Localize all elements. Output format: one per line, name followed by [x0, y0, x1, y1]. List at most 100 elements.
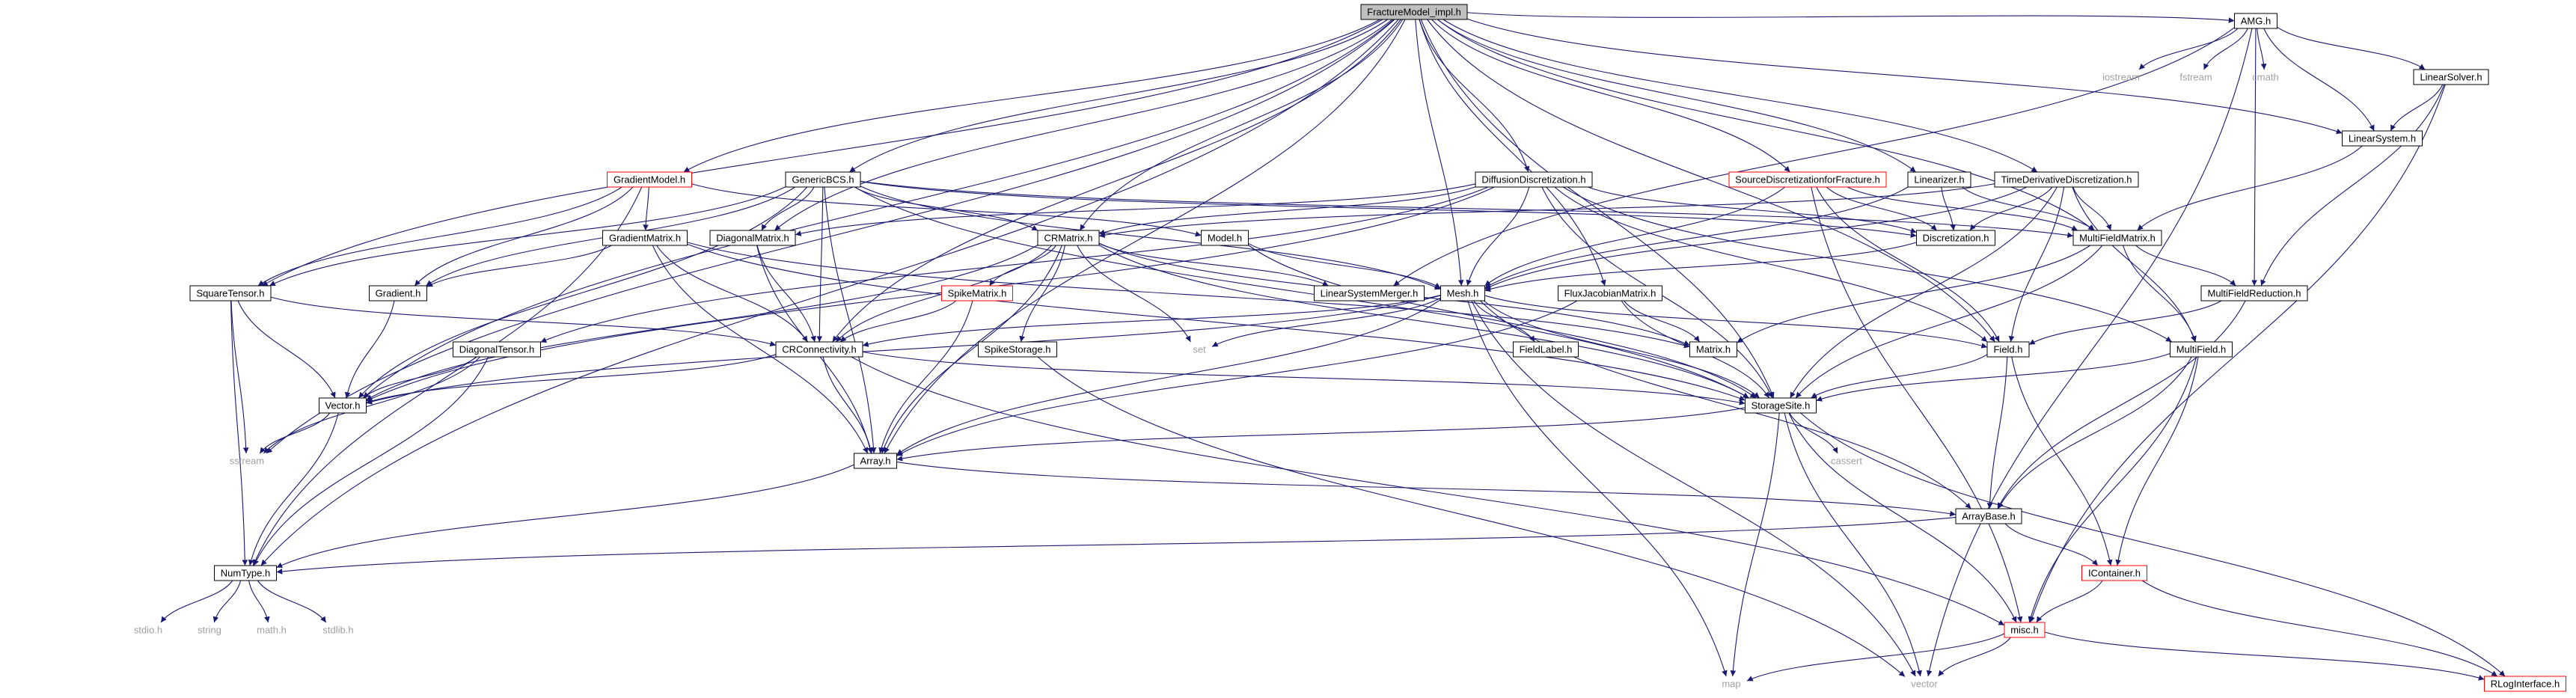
edge-crconn-to-storagesite [862, 351, 1746, 405]
node-array[interactable]: Array.h [854, 453, 897, 469]
edge-root-to-fluxjac [1419, 19, 1606, 287]
node-field[interactable]: Field.h [1986, 341, 2030, 358]
node-box [1513, 341, 1579, 358]
node-box [978, 341, 1057, 358]
node-label: iostream [2102, 72, 2140, 83]
node-gradientmatrix[interactable]: GradientMatrix.h [602, 230, 688, 246]
node-fstream: fstream [2179, 72, 2212, 83]
edge-multifield-to-misc [2028, 356, 2197, 623]
node-timederiv[interactable]: TimeDerivativeDiscretization.h [1994, 171, 2139, 188]
node-label: cassert [1831, 456, 1862, 467]
edge-arraybase-to-numtype [276, 516, 1957, 575]
node-sstream: sstream [230, 456, 264, 467]
node-misc[interactable]: misc.h [2004, 622, 2046, 638]
edge-gradientmodel-to-model [691, 183, 1202, 237]
node-model[interactable]: Model.h [1201, 230, 1249, 246]
edge-squaretensor-to-vector_h [237, 300, 336, 399]
edge-linearizer-to-discretization [1941, 186, 1957, 231]
node-multifieldred[interactable]: MultiFieldReduction.h [2200, 285, 2308, 301]
node-discretization[interactable]: Discretization.h [1916, 230, 1995, 246]
node-mesh[interactable]: Mesh.h [1440, 285, 1485, 301]
node-fluxjac[interactable]: FluxJacobianMatrix.h [1558, 285, 1662, 301]
node-linearizer[interactable]: Linearizer.h [1907, 171, 1971, 188]
edge-amg-to-linsysmerger [1393, 27, 2235, 287]
edge-root-to-squaretensor [261, 19, 1383, 287]
node-box [1994, 171, 2139, 188]
edge-root-to-crconn [832, 19, 1401, 343]
node-linsysmerger[interactable]: LinearSystemMerger.h [1314, 285, 1425, 301]
node-stdio: stdio.h [134, 625, 162, 636]
edge-vector_h-to-numtype [248, 412, 339, 566]
node-label: Gradient.h [376, 288, 421, 299]
node-vector_h[interactable]: Vector.h [319, 397, 367, 414]
edge-timederiv-to-crmatrix [1098, 183, 1995, 239]
node-diagmatrix[interactable]: DiagonalMatrix.h [709, 230, 796, 246]
node-label: NumType.h [221, 568, 270, 579]
node-box [2413, 69, 2489, 85]
node-crconn[interactable]: CRConnectivity.h [775, 341, 863, 358]
node-label: vector [1911, 679, 1938, 690]
node-crmatrix[interactable]: CRMatrix.h [1037, 230, 1100, 246]
node-label: FractureModel_impl.h [1367, 7, 1461, 18]
node-storagesite[interactable]: StorageSite.h [1745, 397, 1817, 414]
edge-diffdisc-to-multifield [1563, 186, 2172, 343]
node-root[interactable]: FractureModel_impl.h [1360, 4, 1468, 20]
edge-storagesite-to-misc [1788, 412, 2017, 623]
node-diagtensor[interactable]: DiagonalTensor.h [453, 341, 541, 358]
node-box [1440, 285, 1485, 301]
edge-root-to-linsystem [1466, 18, 2343, 135]
edge-root-to-numtype [260, 19, 1399, 566]
node-arraybase[interactable]: ArrayBase.h [1955, 508, 2022, 524]
edge-timederiv-to-mesh [1484, 186, 2028, 290]
node-box [1475, 171, 1593, 188]
node-linsolver[interactable]: LinearSolver.h [2413, 69, 2489, 85]
node-sourcedisc[interactable]: SourceDiscretizationforFracture.h [1728, 171, 1887, 188]
node-label: ArrayBase.h [1962, 511, 2016, 522]
node-label: map [1722, 679, 1740, 690]
edge-squaretensor-to-numtype [230, 300, 248, 566]
node-label: string [198, 625, 221, 636]
node-multifield[interactable]: MultiField.h [2170, 341, 2233, 358]
edge-icontainer-to-rlog [2141, 580, 2498, 677]
node-amg[interactable]: AMG.h [2234, 13, 2277, 29]
node-label: FluxJacobianMatrix.h [1564, 288, 1656, 299]
edge-crmatrix-to-set [1077, 245, 1191, 343]
node-diffdisc[interactable]: DiffusionDiscretization.h [1475, 171, 1593, 188]
node-genericbcs[interactable]: GenericBCS.h [785, 171, 861, 188]
node-matrix[interactable]: Matrix.h [1689, 341, 1737, 358]
edge-diffdisc-to-discretization [1588, 186, 1917, 233]
node-numtype[interactable]: NumType.h [214, 565, 277, 581]
node-icontainer[interactable]: IContainer.h [2081, 565, 2147, 581]
edge-root-to-diagmatrix [774, 19, 1393, 231]
node-gradient[interactable]: Gradient.h [369, 285, 427, 301]
edge-linsystem-to-multifieldmatrix [2137, 145, 2363, 231]
edge-root-to-timederiv [1443, 19, 2038, 173]
edge-timederiv-to-discretization [1969, 186, 2053, 231]
node-gradientmodel[interactable]: GradientModel.h [607, 171, 692, 188]
node-linsystem[interactable]: LinearSystem.h [2342, 130, 2423, 147]
node-squaretensor[interactable]: SquareTensor.h [189, 285, 272, 301]
edge-misc-to-rlog [2044, 631, 2485, 681]
edge-vector_h-to-sstream [259, 412, 331, 454]
edge-fluxjac-to-matrix [1623, 300, 1701, 343]
edge-gradientmatrix-to-gradient [426, 245, 612, 287]
node-label: Vector.h [325, 400, 361, 411]
node-label: GradientMatrix.h [609, 233, 681, 244]
edge-numtype-to-stdio [160, 580, 233, 623]
node-box [1907, 171, 1971, 188]
node-rlog[interactable]: RLogInterface.h [2484, 676, 2566, 692]
edge-crconn-to-array [822, 356, 874, 454]
edge-crmatrix-to-storagesite [1098, 245, 1749, 399]
node-spikematrix[interactable]: SpikeMatrix.h [941, 285, 1013, 301]
node-spikestorage[interactable]: SpikeStorage.h [978, 341, 1057, 358]
node-label: Field.h [1993, 344, 2022, 355]
node-label: MultiFieldReduction.h [2207, 288, 2301, 299]
edge-multifieldred-to-field [2028, 300, 2222, 346]
edge-root-to-array [884, 19, 1406, 454]
edge-diagtensor-to-sstream [263, 356, 480, 454]
edge-storagesite-to-cassert [1789, 412, 1838, 454]
edge-sourcedisc-to-discretization [1826, 186, 1937, 231]
node-fieldlabel[interactable]: FieldLabel.h [1513, 341, 1579, 358]
edge-arraybase-to-icontainer [2004, 523, 2099, 566]
node-multifieldmatrix[interactable]: MultiFieldMatrix.h [2072, 230, 2162, 246]
